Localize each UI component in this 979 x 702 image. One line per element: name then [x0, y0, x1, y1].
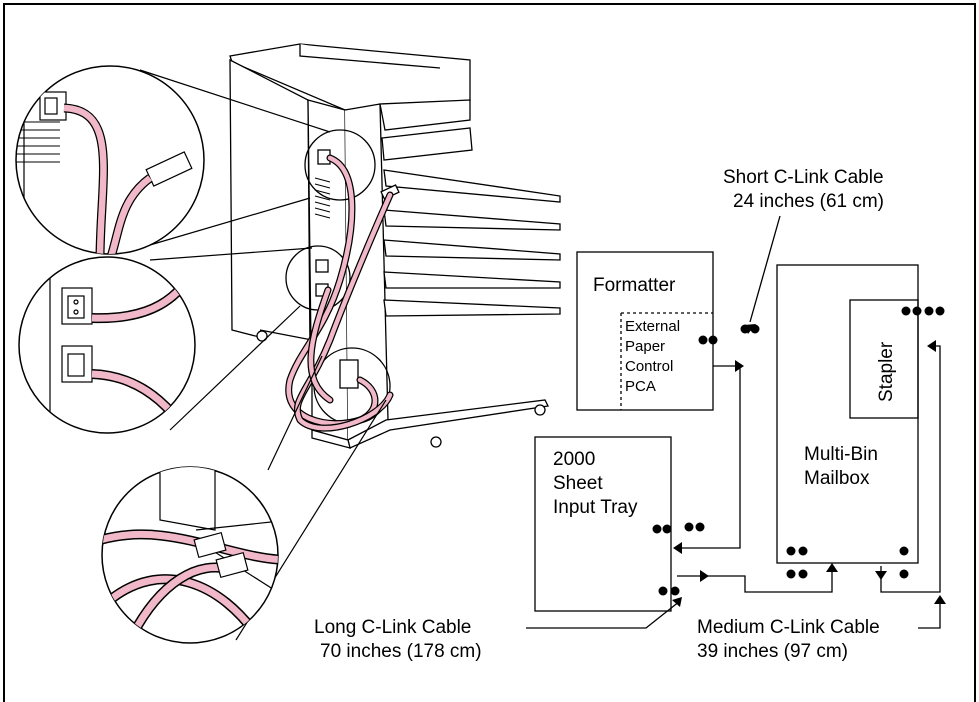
printer-illustration	[230, 44, 560, 448]
detail-circle-bottom	[100, 460, 290, 643]
stapler-label: Stapler	[876, 341, 897, 402]
mailbox-box	[777, 265, 918, 563]
pca-label-line-3: Control	[625, 358, 673, 375]
short-cable-label-line-1: Short C-Link Cable	[723, 167, 884, 188]
mailbox-label-line-2: Mailbox	[804, 468, 870, 489]
pca-label-line-2: Paper	[625, 338, 665, 355]
detail-circle-middle	[19, 250, 200, 440]
cable-routes	[526, 216, 940, 628]
input-tray-label-line-2: Sheet	[553, 473, 603, 494]
pca-label-line-1: External	[625, 318, 680, 335]
mailbox-label-line-1: Multi-Bin	[804, 444, 878, 465]
short-cable-label-line-2: 24 inches (61 cm)	[733, 191, 884, 212]
connector-dots	[653, 307, 945, 596]
long-cable-label-line-1: Long C-Link Cable	[314, 617, 471, 638]
input-tray-label-line-1: 2000	[553, 449, 595, 470]
long-cable-label-line-2: 70 inches (178 cm)	[320, 641, 482, 662]
input-tray-label-line-3: Input Tray	[553, 497, 638, 518]
schematic	[535, 252, 918, 611]
detail-circle-top	[16, 60, 204, 260]
medium-cable-label-line-2: 39 inches (97 cm)	[697, 641, 848, 662]
formatter-label: Formatter	[593, 275, 676, 296]
pca-label-line-4: PCA	[625, 378, 656, 395]
medium-cable-label-line-1: Medium C-Link Cable	[697, 617, 880, 638]
